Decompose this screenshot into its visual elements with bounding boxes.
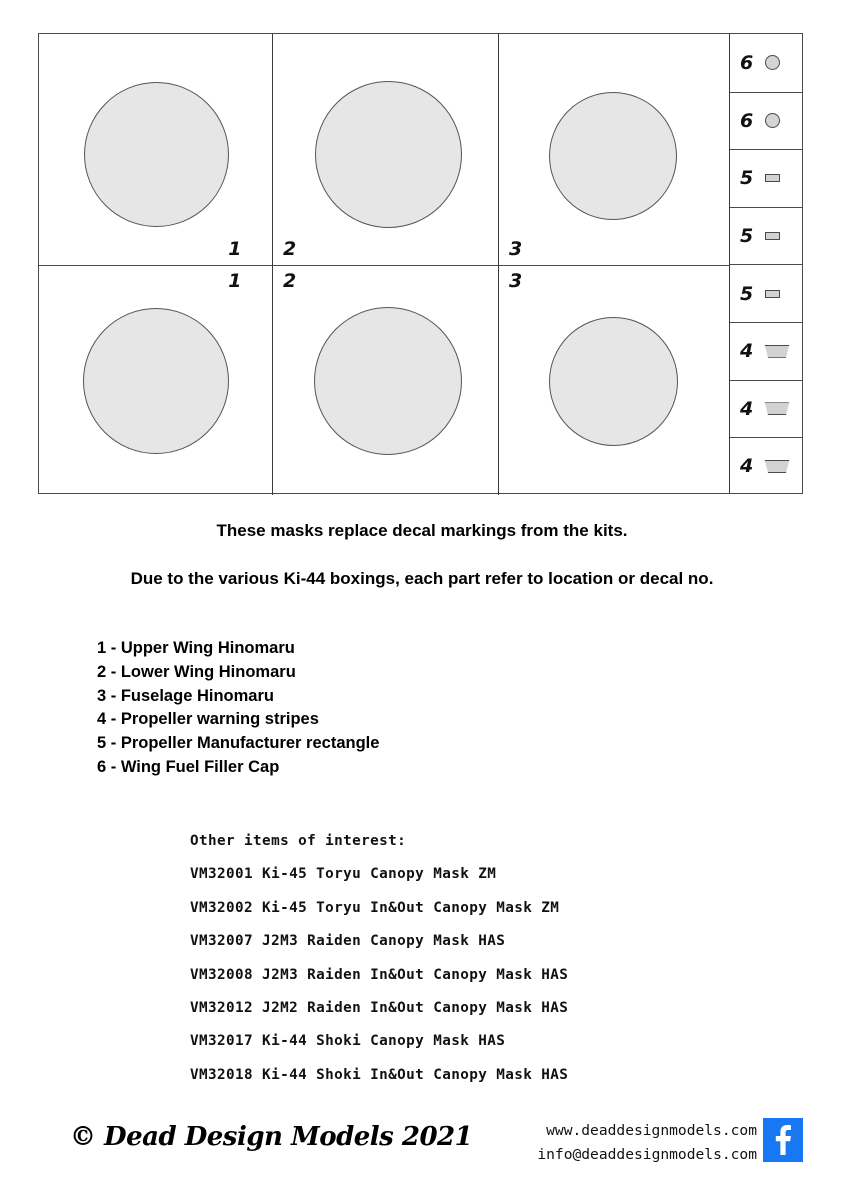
email-address[interactable]: info@deaddesignmodels.com — [537, 1146, 757, 1163]
side-cell-number: 4 — [740, 455, 754, 478]
side-cell-manufacturer-rect-1: 5 — [730, 149, 802, 207]
side-cell-manufacturer-rect-3: 5 — [730, 264, 802, 322]
legend-item: 1 - Upper Wing Hinomaru — [97, 639, 295, 657]
hinomaru-circle — [549, 317, 678, 446]
propeller-warning-stripe-icon — [764, 459, 790, 473]
hinomaru-circle — [549, 92, 677, 220]
side-cell-prop-stripe-3: 4 — [730, 437, 802, 495]
other-item-row: VM32008 J2M3 Raiden In&Out Canopy Mask H… — [190, 966, 569, 983]
fuel-filler-cap-icon — [765, 113, 780, 129]
hinomaru-circle — [315, 81, 462, 228]
propeller-warning-stripe-icon — [764, 402, 790, 416]
cell-number: 1 — [228, 270, 242, 292]
mask-cell-lower-wing-right: 2 — [272, 265, 498, 495]
side-cell-fuel-cap-2: 6 — [730, 91, 802, 150]
facebook-icon[interactable] — [763, 1118, 803, 1162]
propeller-warning-stripe-icon — [764, 344, 790, 358]
mask-sheet-diagram: 1 2 3 1 2 3 6 6 — [38, 33, 803, 495]
mask-cell-lower-wing-left: 2 — [272, 34, 498, 265]
hinomaru-circle — [84, 82, 229, 227]
side-cell-number: 6 — [740, 51, 754, 74]
copyright-notice: © Dead Design Models 2021 — [70, 1122, 473, 1152]
side-cell-number: 4 — [740, 340, 754, 363]
legend-item: 4 - Propeller warning stripes — [97, 710, 319, 729]
other-item-row: VM32002 Ki-45 Toryu In&Out Canopy Mask Z… — [190, 899, 560, 916]
headline-boxing-note: Due to the various Ki-44 boxings, each p… — [130, 569, 714, 588]
manufacturer-rectangle-icon — [765, 289, 780, 298]
cell-number: 1 — [228, 238, 242, 260]
contact-block: www.deaddesignmodels.com info@deaddesign… — [470, 1119, 757, 1167]
mask-cell-fuselage-right: 3 — [498, 265, 729, 495]
side-cell-number: 5 — [740, 167, 754, 190]
legend-item: 5 - Propeller Manufacturer rectangle — [97, 734, 380, 753]
side-cell-prop-stripe-2: 4 — [730, 379, 802, 438]
other-item-row: VM32007 J2M3 Raiden Canopy Mask HAS — [190, 933, 506, 950]
manufacturer-rectangle-icon — [765, 174, 780, 183]
side-cell-fuel-cap-1: 6 — [730, 34, 802, 92]
website-url[interactable]: www.deaddesignmodels.com — [546, 1122, 757, 1139]
other-item-row: VM32017 Ki-44 Shoki Canopy Mask HAS — [190, 1033, 506, 1050]
cell-number: 3 — [509, 238, 523, 260]
legend-list: 1 - Upper Wing Hinomaru 2 - Lower Wing H… — [97, 637, 379, 780]
mask-grid-main: 1 2 3 1 2 3 — [39, 34, 729, 495]
manufacturer-rectangle-icon — [765, 232, 780, 241]
side-cell-number: 5 — [740, 282, 754, 305]
other-item-row: VM32001 Ki-45 Toryu Canopy Mask ZM — [190, 866, 497, 883]
mask-cell-fuselage-left: 3 — [498, 34, 729, 265]
mask-grid-side-column: 6 6 5 5 5 4 4 4 — [729, 34, 802, 493]
mask-cell-upper-wing-right: 1 — [39, 265, 272, 495]
cell-number: 2 — [283, 238, 297, 260]
legend-item: 6 - Wing Fuel Filler Cap — [97, 757, 280, 776]
side-cell-number: 6 — [740, 109, 754, 132]
side-cell-manufacturer-rect-2: 5 — [730, 206, 802, 265]
fuel-filler-cap-icon — [765, 55, 780, 71]
legend-item: 2 - Lower Wing Hinomaru — [97, 662, 296, 681]
other-items-section: Other items of interest: VM32001 Ki-45 T… — [190, 825, 568, 1092]
side-cell-number: 4 — [740, 397, 754, 420]
legend-item: 3 - Fuselage Hinomaru — [97, 686, 274, 705]
hinomaru-circle — [314, 307, 462, 455]
headline-masks-replace-decals: These masks replace decal markings from … — [216, 521, 628, 540]
cell-number: 2 — [283, 270, 297, 292]
hinomaru-circle — [83, 308, 229, 454]
side-cell-prop-stripe-1: 4 — [730, 321, 802, 380]
other-item-row: VM32018 Ki-44 Shoki In&Out Canopy Mask H… — [190, 1066, 569, 1083]
other-items-title: Other items of interest: — [190, 833, 407, 849]
side-cell-number: 5 — [740, 225, 754, 248]
mask-cell-upper-wing-left: 1 — [39, 34, 272, 265]
cell-number: 3 — [509, 270, 523, 292]
other-item-row: VM32012 J2M2 Raiden In&Out Canopy Mask H… — [190, 1000, 569, 1017]
